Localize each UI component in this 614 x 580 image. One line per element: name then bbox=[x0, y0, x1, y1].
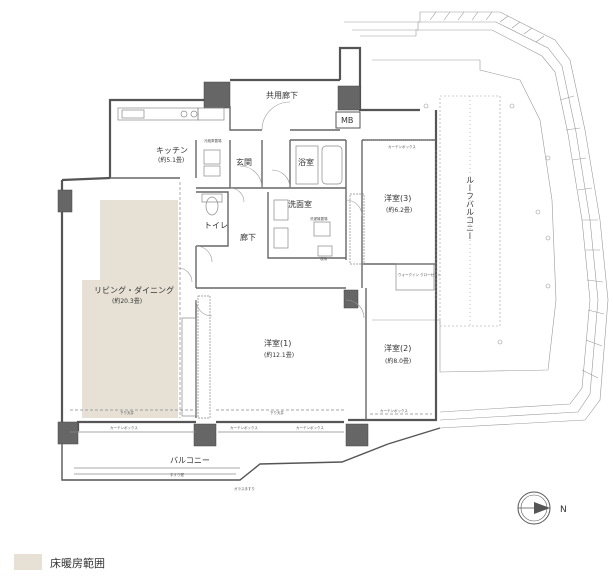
balcony-outline bbox=[61, 427, 441, 481]
western3-area: (約6.2畳) bbox=[386, 206, 412, 214]
roof-terrace-outline bbox=[344, 11, 609, 429]
toilet-label: トイレ bbox=[204, 221, 228, 230]
curtain-box-label: カーテンボックス bbox=[110, 425, 138, 430]
laundry-label: 洗濯機置場 bbox=[310, 216, 328, 221]
western2-area: (約8.0畳) bbox=[385, 357, 411, 365]
walk-in-label: ウォークイン クローゼット bbox=[398, 272, 441, 277]
legend-swatch bbox=[14, 554, 42, 570]
entrance-label: 玄関 bbox=[236, 157, 252, 167]
western2-label: 洋室(2) bbox=[384, 343, 411, 353]
balcony-label: バルコニー bbox=[170, 456, 210, 465]
bath-label: 浴室 bbox=[298, 157, 314, 167]
curtain-box-label: カーテンボックス bbox=[380, 408, 408, 413]
mb-label: MB bbox=[341, 116, 353, 125]
washroom-label: 洗面室 bbox=[288, 199, 312, 209]
kitchen-area: (約5.1畳) bbox=[158, 156, 184, 164]
floor-heating-zones bbox=[82, 200, 178, 418]
common-corridor-label: 共用廊下 bbox=[266, 90, 298, 100]
handrail-label: 手すり壁 bbox=[170, 472, 184, 477]
kitchen-label: キッチン bbox=[156, 146, 188, 155]
floor-heating-zone bbox=[100, 200, 178, 280]
curtain-box-label: カーテンボックス bbox=[388, 144, 416, 149]
roof-balcony-label: ルーフバルコニー bbox=[466, 176, 475, 240]
western1-area: (約12.1畳) bbox=[264, 351, 294, 359]
hallway-label: 廊下 bbox=[240, 232, 256, 242]
curtain-box-label: カーテンボックス bbox=[296, 425, 324, 430]
storage-label: 収納 bbox=[320, 256, 328, 261]
exterior-walls bbox=[60, 46, 438, 432]
fixed-glass-label: 下り天井 bbox=[120, 410, 134, 415]
fixed-glass-label: 下り天井 bbox=[270, 410, 284, 415]
living-area: (約20.3畳) bbox=[112, 297, 142, 305]
western3-label: 洋室(3) bbox=[384, 193, 411, 203]
legend-label: 床暖房範囲 bbox=[50, 556, 105, 570]
compass: N bbox=[517, 491, 567, 525]
compass-north-label: N bbox=[560, 505, 567, 515]
floor-heating-zone bbox=[82, 280, 178, 418]
legend: 床暖房範囲 bbox=[14, 554, 105, 570]
glass-handrail-label: ガラス手すり bbox=[234, 486, 255, 491]
refrigerator-label: 冷蔵庫置場 bbox=[204, 138, 222, 143]
living-label: リビング・ダイニング bbox=[94, 285, 174, 295]
door-swings bbox=[177, 101, 365, 319]
roof-balcony-area bbox=[372, 59, 557, 373]
curtain-box-label: カーテンボックス bbox=[230, 425, 258, 430]
wall-pillars bbox=[57, 81, 369, 447]
fixtures bbox=[70, 107, 437, 433]
western1-label: 洋室(1) bbox=[264, 338, 291, 348]
